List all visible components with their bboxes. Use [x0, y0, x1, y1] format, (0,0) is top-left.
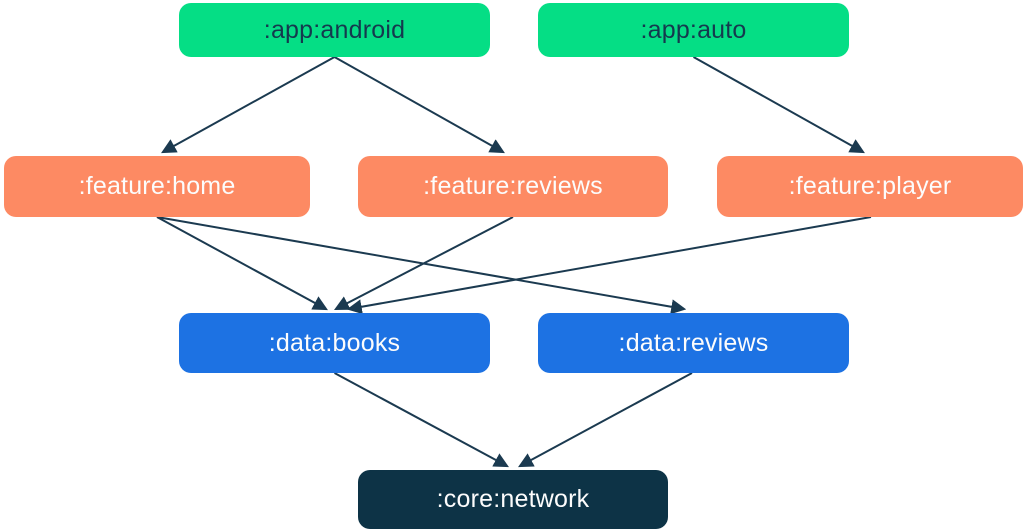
dependency-edge-data-reviews-to-core-network	[518, 372, 693, 468]
dependency-edge-app-android-to-feature-reviews	[334, 56, 505, 154]
node-data-reviews: :data:reviews	[538, 313, 849, 373]
node-label: :feature:home	[78, 172, 236, 200]
node-data-books: :data:books	[179, 313, 490, 373]
node-core-network: :core:network	[358, 470, 668, 529]
node-app-android: :app:android	[179, 3, 490, 57]
node-label: :feature:player	[788, 172, 952, 200]
dependency-edge-app-android-to-feature-home	[161, 56, 335, 154]
dependency-edge-feature-home-to-data-reviews	[156, 216, 687, 315]
dependency-edge-feature-reviews-to-data-books	[334, 216, 514, 311]
node-app-auto: :app:auto	[538, 3, 849, 57]
node-label: :feature:reviews	[423, 172, 603, 200]
node-label: :data:reviews	[618, 328, 769, 357]
node-feature-player: :feature:player	[717, 156, 1023, 217]
dependency-edge-feature-player-to-data-books	[346, 216, 872, 315]
node-label: :app:android	[263, 15, 406, 44]
node-label: :app:auto	[640, 15, 747, 44]
node-label: :data:books	[268, 328, 401, 357]
dependency-edge-data-books-to-core-network	[334, 372, 509, 468]
node-label: :core:network	[436, 485, 590, 513]
dependency-edge-app-auto-to-feature-player	[693, 56, 865, 154]
dependency-edge-feature-home-to-data-books	[156, 216, 328, 311]
node-feature-reviews: :feature:reviews	[358, 156, 668, 217]
node-feature-home: :feature:home	[4, 156, 310, 217]
